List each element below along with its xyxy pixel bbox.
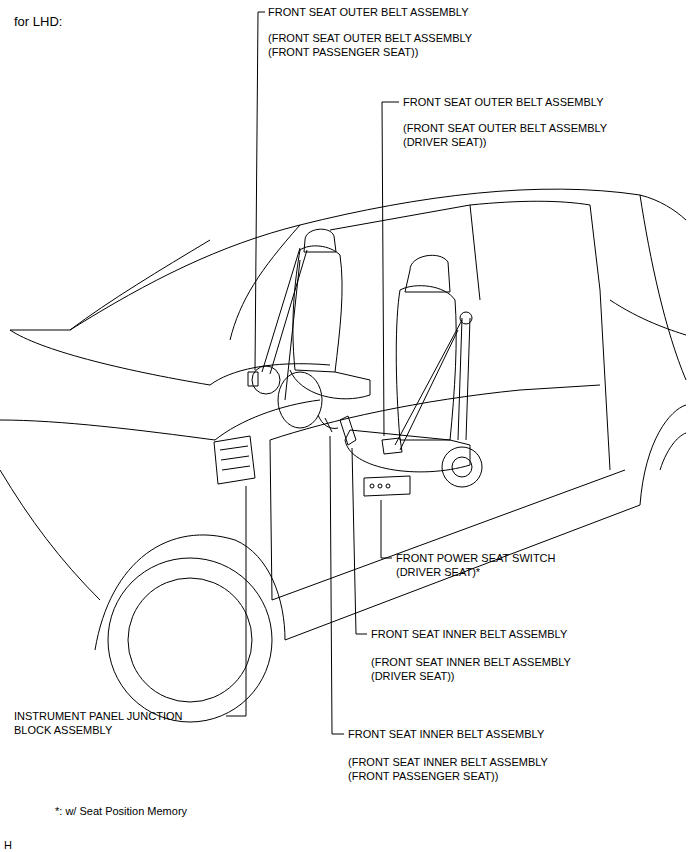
part-label: (FRONT SEAT OUTER BELT ASSEMBLY (DRIVER … xyxy=(403,121,643,149)
part-label: FRONT SEAT INNER BELT ASSEMBLY xyxy=(348,727,544,741)
part-label: *: w/ Seat Position Memory xyxy=(55,804,187,818)
part-label: INSTRUMENT PANEL JUNCTION BLOCK ASSEMBLY xyxy=(14,709,209,737)
part-label: (FRONT SEAT OUTER BELT ASSEMBLY (FRONT P… xyxy=(268,31,508,59)
part-label: H xyxy=(4,838,12,852)
part-label: FRONT SEAT INNER BELT ASSEMBLY xyxy=(371,627,567,641)
part-label: (FRONT SEAT INNER BELT ASSEMBLY (FRONT P… xyxy=(348,755,588,783)
part-label: (FRONT SEAT INNER BELT ASSEMBLY (DRIVER … xyxy=(371,655,611,683)
part-label: FRONT SEAT OUTER BELT ASSEMBLY xyxy=(403,95,604,109)
part-label: FRONT POWER SEAT SWITCH (DRIVER SEAT)* xyxy=(396,551,581,579)
part-label: FRONT SEAT OUTER BELT ASSEMBLY xyxy=(268,5,469,19)
diagram-title: for LHD: xyxy=(14,14,62,30)
